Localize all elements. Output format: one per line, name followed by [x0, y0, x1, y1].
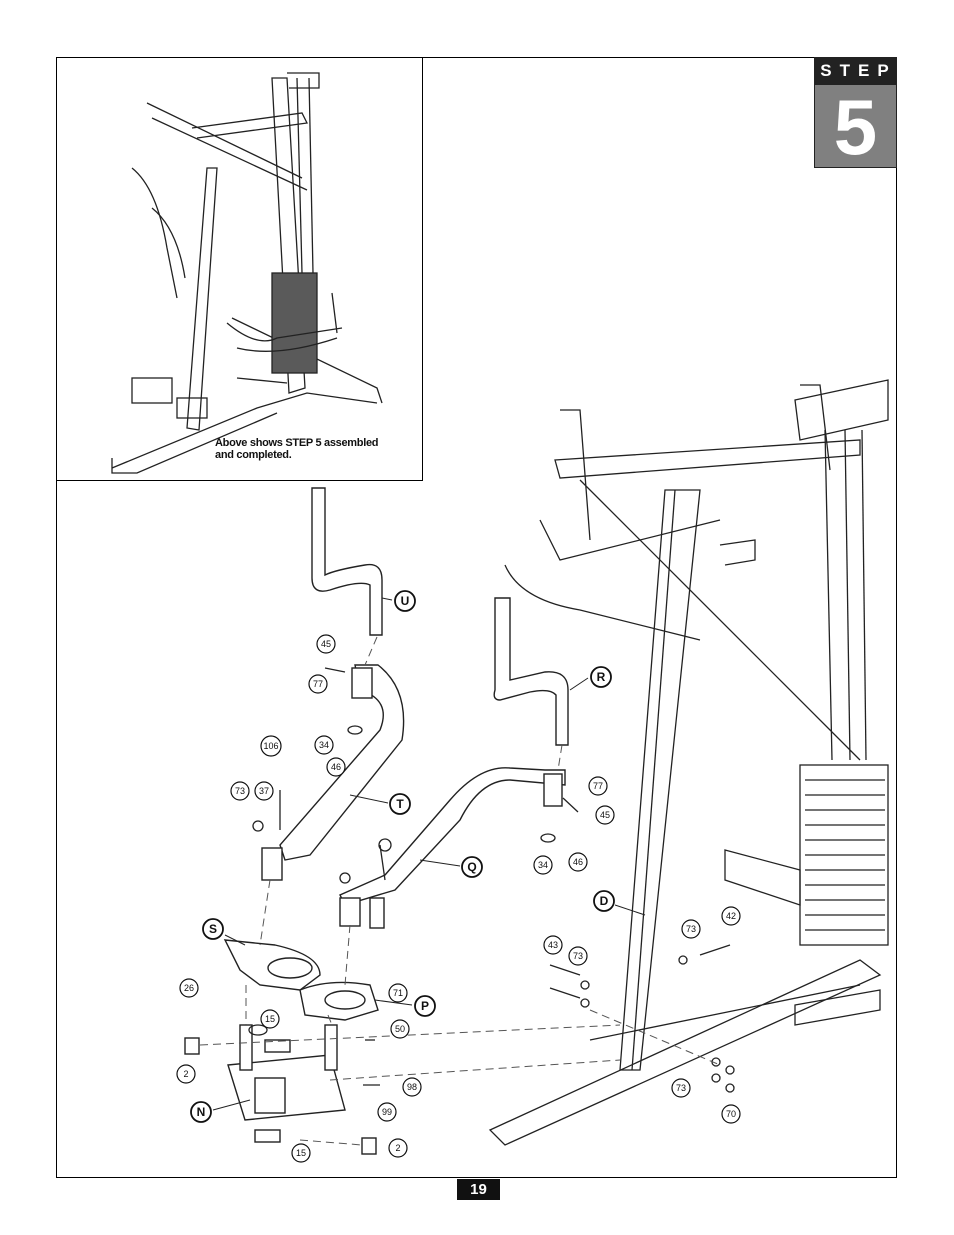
svg-text:43: 43 [548, 940, 558, 950]
part-number-callouts: 45 77 34 46 106 73 37 77 45 34 46 73 42 … [176, 634, 741, 1163]
svg-text:73: 73 [235, 786, 245, 796]
svg-text:106: 106 [263, 741, 278, 751]
letter-callout-S: S [202, 918, 224, 940]
svg-text:T: T [396, 797, 404, 811]
svg-text:77: 77 [593, 781, 603, 791]
assembled-inset [56, 57, 423, 481]
part-callout: 106 [260, 735, 282, 757]
part-callout: 45 [595, 805, 615, 825]
part-letter-callouts: U R T Q D S P N [190, 590, 615, 1123]
part-callout: 43 [543, 935, 563, 955]
svg-text:98: 98 [407, 1082, 417, 1092]
svg-text:46: 46 [331, 762, 341, 772]
svg-text:73: 73 [676, 1083, 686, 1093]
svg-text:45: 45 [600, 810, 610, 820]
svg-text:70: 70 [726, 1109, 736, 1119]
svg-text:99: 99 [382, 1107, 392, 1117]
part-callout: 26 [179, 978, 199, 998]
svg-text:P: P [421, 999, 429, 1013]
letter-callout-R: R [590, 666, 612, 688]
part-callout: 71 [388, 983, 408, 1003]
svg-text:15: 15 [265, 1014, 275, 1024]
svg-text:45: 45 [321, 639, 331, 649]
page-frame [56, 57, 897, 1178]
part-callout: 77 [588, 776, 608, 796]
part-callout: 70 [721, 1104, 741, 1124]
step-label: STEP [814, 57, 897, 84]
part-callout: 2 [388, 1138, 408, 1158]
svg-text:46: 46 [573, 857, 583, 867]
inset-caption-line1: Above shows STEP 5 assembled [215, 437, 379, 449]
svg-text:2: 2 [395, 1143, 400, 1153]
part-callout: 99 [377, 1102, 397, 1122]
svg-text:15: 15 [296, 1148, 306, 1158]
part-callout: 34 [533, 855, 553, 875]
svg-text:2: 2 [183, 1069, 188, 1079]
part-callout: 15 [291, 1143, 311, 1163]
step-number: 5 [814, 84, 897, 169]
inset-caption-line2: and completed. [215, 449, 292, 461]
part-callout: 73 [568, 946, 588, 966]
svg-text:D: D [600, 894, 609, 908]
page-number: 19 [457, 1179, 500, 1200]
letter-callout-P: P [414, 995, 436, 1017]
svg-text:34: 34 [538, 860, 548, 870]
svg-text:71: 71 [393, 988, 403, 998]
svg-text:R: R [597, 670, 606, 684]
svg-text:73: 73 [573, 951, 583, 961]
svg-text:Q: Q [467, 860, 476, 874]
part-callout: 2 [176, 1064, 196, 1084]
letter-callout-Q: Q [461, 856, 483, 878]
part-callout: 50 [390, 1019, 410, 1039]
part-callout: 15 [260, 1009, 280, 1029]
svg-text:S: S [209, 922, 217, 936]
svg-text:34: 34 [319, 740, 329, 750]
part-callout: 37 [254, 781, 274, 801]
part-callout: 98 [402, 1077, 422, 1097]
letter-callout-U: U [394, 590, 416, 612]
part-callout: 73 [681, 919, 701, 939]
part-callout: 77 [308, 674, 328, 694]
part-callout: 73 [230, 781, 250, 801]
letter-callout-N: N [190, 1101, 212, 1123]
part-callout: 73 [671, 1078, 691, 1098]
part-callout: 46 [326, 757, 346, 777]
svg-text:50: 50 [395, 1024, 405, 1034]
letter-callout-D: D [593, 890, 615, 912]
svg-text:73: 73 [686, 924, 696, 934]
part-callout: 34 [314, 735, 334, 755]
svg-text:77: 77 [313, 679, 323, 689]
inset-caption: Above shows STEP 5 assembled and complet… [215, 437, 378, 461]
part-callout: 46 [568, 852, 588, 872]
svg-text:37: 37 [259, 786, 269, 796]
part-callout: 45 [316, 634, 336, 654]
letter-callout-T: T [389, 793, 411, 815]
svg-text:N: N [197, 1105, 206, 1119]
part-callout: 42 [721, 906, 741, 926]
svg-text:26: 26 [184, 983, 194, 993]
assembled-machine-illustration [111, 72, 383, 474]
svg-text:42: 42 [726, 911, 736, 921]
svg-text:U: U [401, 594, 410, 608]
